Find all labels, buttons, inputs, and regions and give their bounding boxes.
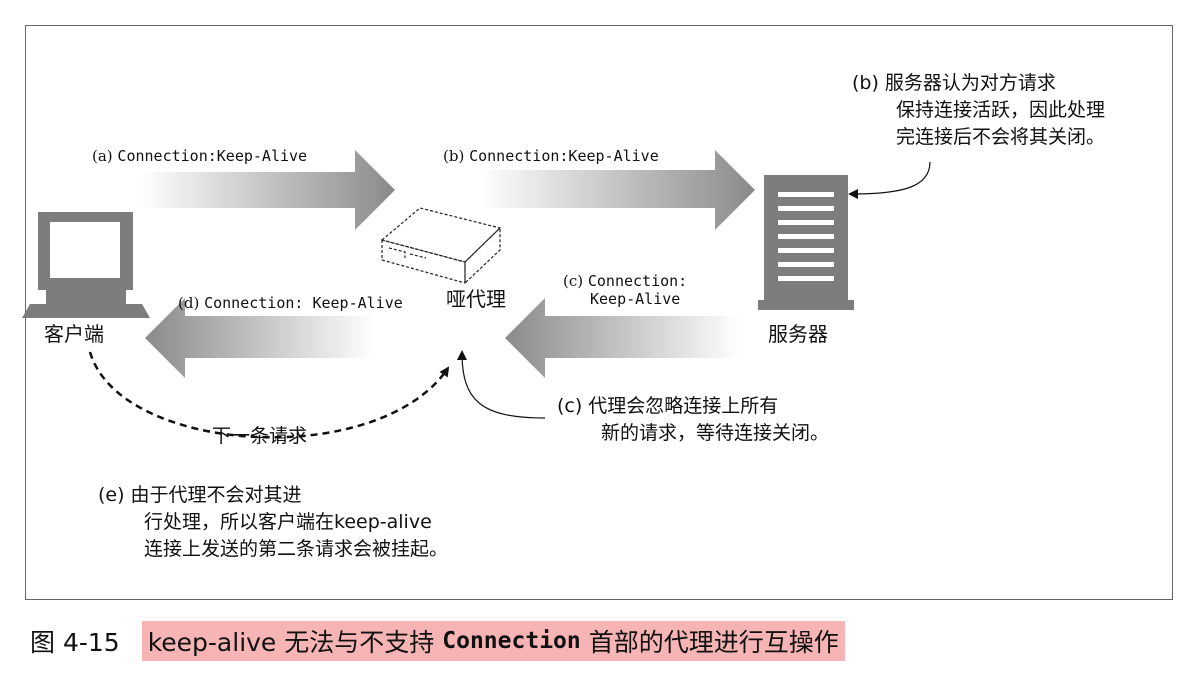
- arrow-d-tag: (d): [178, 294, 205, 312]
- arrow-d-code: Connection: Keep-Alive: [204, 294, 403, 312]
- note-b-line-1: (b) 服务器认为对方请求: [852, 72, 1056, 94]
- note-b: (b) 服务器认为对方请求 保持连接活跃，因此处理 完连接后不会将其关闭。: [852, 70, 1105, 151]
- arrow-c-tag: (c): [563, 272, 588, 290]
- arrow-a-code: Connection:Keep-Alive: [117, 147, 308, 165]
- note-c: (c) 代理会忽略连接上所有 新的请求，等待连接关闭。: [557, 393, 829, 447]
- arrow-a-tag: (a): [92, 147, 118, 165]
- note-e-line-3: 连接上发送的第二条请求会被挂起。: [144, 538, 449, 560]
- arrow-a-request: [140, 150, 395, 230]
- arrow-c-response: [505, 298, 740, 378]
- note-b-line-2: 保持连接活跃，因此处理: [896, 99, 1106, 121]
- arrow-c-code-line1: Connection:: [587, 272, 688, 290]
- callout-c-line: [457, 350, 546, 419]
- caption-code: Connection: [442, 628, 581, 654]
- arrow-d-response: [145, 298, 375, 378]
- note-c-line-1: (c) 代理会忽略连接上所有: [557, 395, 779, 417]
- note-e-line-1: (e) 由于代理不会对其进: [98, 484, 302, 506]
- next-request-label: 下一条请求: [212, 425, 308, 447]
- note-c-line-2: 新的请求，等待连接关闭。: [601, 422, 830, 444]
- client-computer-icon: [22, 212, 150, 318]
- callout-b-line: [848, 161, 931, 199]
- proxy-label: 哑代理: [446, 287, 506, 311]
- note-e: (e) 由于代理不会对其进 行处理，所以客户端在keep-alive 连接上发送…: [98, 482, 448, 563]
- figure-number: 图 4-15: [30, 628, 120, 657]
- arrow-b-label: (b) Connection:Keep-Alive: [443, 146, 659, 166]
- caption-text-after: 首部的代理进行互操作: [588, 628, 839, 657]
- arrow-b-tag: (b): [443, 147, 470, 165]
- server-label: 服务器: [768, 322, 828, 346]
- note-b-line-3: 完连接后不会将其关闭。: [896, 126, 1106, 148]
- caption-highlight: keep-alive 无法与不支持 Connection 首部的代理进行互操作: [141, 621, 845, 661]
- figure-caption: 图 4-15 keep-alive 无法与不支持 Connection 首部的代…: [30, 621, 845, 661]
- arrow-d-label: (d) Connection: Keep-Alive: [178, 293, 403, 313]
- arrow-a-label: (a) Connection:Keep-Alive: [92, 146, 307, 166]
- arrow-b-request: [480, 150, 755, 230]
- server-icon: [758, 175, 854, 310]
- figure-frame: [25, 25, 1173, 600]
- caption-text-before: keep-alive 无法与不支持: [147, 628, 435, 657]
- next-request-curve: [88, 351, 450, 439]
- note-e-line-2: 行处理，所以客户端在keep-alive: [144, 511, 432, 533]
- proxy-box-icon: [380, 207, 502, 285]
- arrow-b-code: Connection:Keep-Alive: [469, 147, 659, 165]
- arrow-c-label: (c) Connection: Keep-Alive: [563, 272, 687, 308]
- client-label: 客户端: [44, 322, 104, 346]
- arrow-c-code-line2: Keep-Alive: [590, 290, 681, 308]
